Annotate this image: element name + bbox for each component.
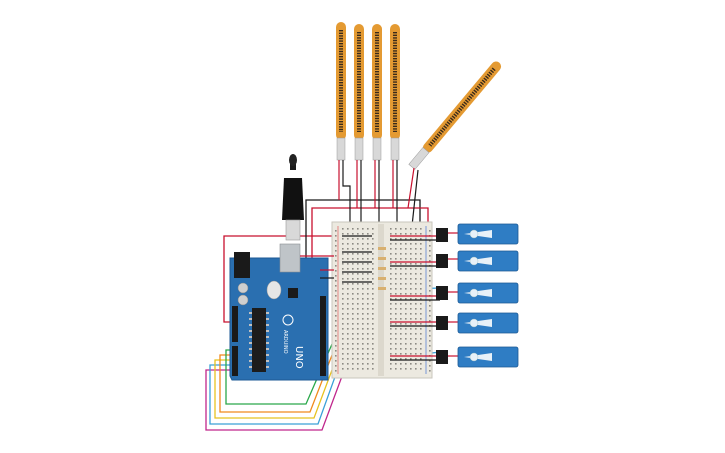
wire-black-gnd[interactable] (305, 199, 421, 262)
chip-pins (249, 312, 269, 368)
microcontroller-chip (252, 308, 266, 372)
power-header[interactable] (232, 306, 238, 342)
flex-sensor-3[interactable] (372, 24, 382, 161)
wire-red-rail[interactable] (311, 207, 429, 268)
servo-2[interactable] (436, 250, 519, 272)
arduino-brand-text: ARDUINO (282, 330, 288, 354)
flex-sensor-2[interactable] (354, 24, 364, 161)
resistors (378, 247, 386, 290)
servo-5[interactable] (436, 346, 519, 368)
digital-header[interactable] (320, 296, 326, 376)
servo-4[interactable] (436, 312, 519, 334)
flex-sensor-group (336, 22, 503, 170)
crystal (266, 280, 282, 300)
flex-sensor-1[interactable] (336, 22, 346, 161)
power-wires (223, 199, 429, 323)
wire-orange[interactable] (219, 261, 369, 413)
servo-3[interactable] (436, 282, 519, 304)
arduino-board[interactable]: UNO ARDUINO (229, 243, 329, 381)
breadboard-holes (335, 228, 431, 372)
servo-group (436, 223, 519, 368)
uno-logo-text: UNO (293, 346, 304, 369)
infinity-logo-icon (282, 314, 294, 326)
power-jack (234, 252, 250, 278)
servo-1[interactable] (436, 223, 519, 245)
flex-sensor-4[interactable] (390, 24, 400, 161)
usb-cable (282, 154, 304, 241)
analog-header[interactable] (232, 346, 238, 376)
breadboard-jumpers (300, 235, 440, 361)
flex-sensor-5[interactable] (408, 59, 503, 170)
capacitor (237, 282, 249, 294)
usb-port (279, 243, 301, 273)
flex-sensor-leads (338, 160, 419, 227)
wire-red-5v[interactable] (223, 235, 336, 323)
reset-button[interactable] (288, 288, 298, 298)
capacitor-2 (237, 294, 249, 306)
